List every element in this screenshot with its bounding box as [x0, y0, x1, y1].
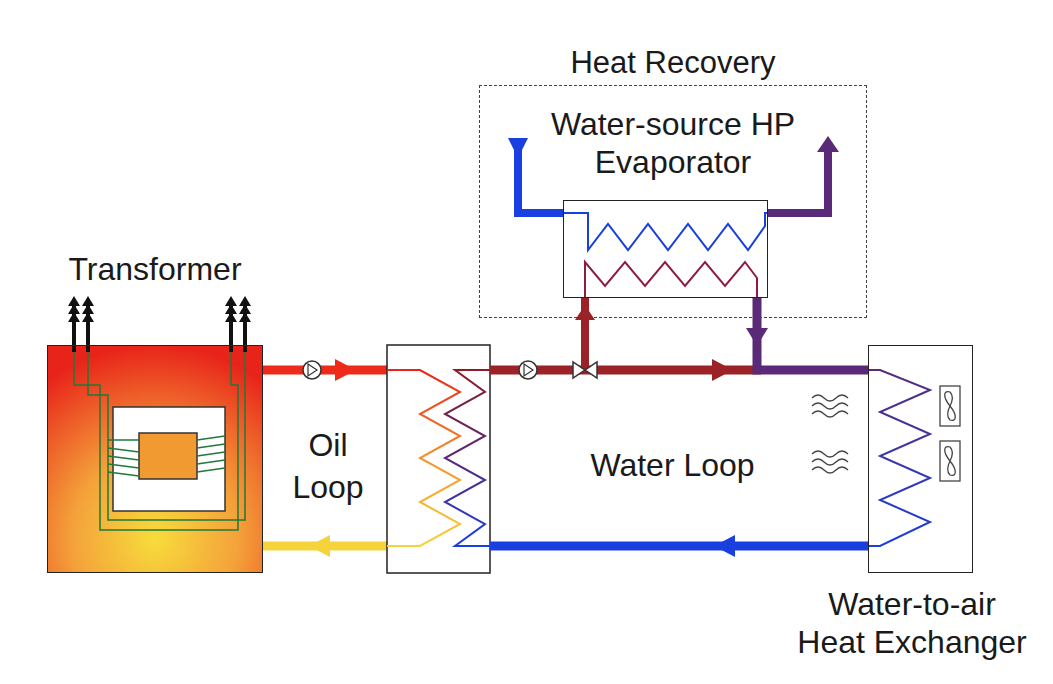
air-exchanger-picture: [940, 441, 960, 481]
arrow-head: [746, 328, 768, 346]
evaporator-picture: [563, 213, 768, 250]
air-exchanger-picture: [868, 370, 930, 546]
node-heading: Water-to-air Heat Exchanger: [792, 585, 1032, 662]
water-pipes: [519, 361, 537, 379]
air-exchanger-picture: [945, 392, 956, 421]
evaporator-box: Water-source HP Evaporator: [543, 105, 803, 298]
evaporator-picture: [817, 136, 839, 152]
air-exchanger-picture: [812, 451, 848, 457]
transformer-picture: [139, 433, 197, 479]
air-exchanger-picture: [812, 411, 848, 417]
pipe-connector: [746, 298, 868, 370]
node-heading: Water-source HP Evaporator: [543, 105, 803, 182]
exchanger-box: Water-to-air Heat Exchanger: [782, 345, 1042, 675]
transformer-picture: [108, 439, 139, 441]
transformer-picture: [108, 464, 139, 468]
transformer-picture: [47, 345, 263, 573]
oil-pipes: [309, 535, 330, 557]
oil-water-exchanger: [387, 345, 490, 573]
oil-pipes: [263, 366, 387, 375]
region-box: Heat RecoveryWater-source HP Evaporator: [479, 44, 867, 318]
transformer-picture: [82, 312, 94, 322]
transformer-picture: [74, 352, 238, 530]
transformer-picture: [108, 456, 139, 460]
evaporator-picture: [768, 150, 828, 213]
transformer-box: Transformer: [40, 250, 270, 573]
transformer-picture: [197, 468, 225, 472]
evaporator-picture: [563, 200, 768, 298]
evaporator-picture: [585, 262, 757, 298]
oil-water-exchanger: [445, 370, 490, 546]
node-heading: Heat Recovery: [479, 44, 867, 81]
air-exchanger-picture: [812, 386, 960, 481]
box-outline: [563, 200, 768, 298]
evaporator-picture: [518, 150, 563, 213]
transformer-picture: [197, 444, 225, 448]
transformer-picture: [74, 352, 245, 530]
transformer-picture: [68, 312, 80, 322]
water-pipes: [524, 364, 533, 376]
transformer-picture: [225, 312, 237, 322]
pipe-line: [757, 298, 868, 370]
water-pipes: [490, 542, 868, 551]
air-exchanger-picture: [812, 467, 848, 473]
air-exchanger-picture: [812, 345, 973, 573]
oil-pipes: [303, 361, 321, 379]
transformer-picture: [239, 312, 251, 322]
transformer-picture: [197, 452, 225, 456]
box-outline: [47, 345, 263, 573]
evaporator-picture: [508, 138, 528, 158]
air-exchanger-picture: [945, 447, 956, 476]
water-pipes: [714, 535, 735, 557]
transformer-picture: [197, 460, 225, 464]
transformer-picture: [68, 296, 251, 322]
air-exchanger-picture: [868, 345, 973, 573]
oil-water-exchanger: [387, 370, 460, 546]
air-exchanger-picture: [812, 459, 848, 465]
oil-pipes: [263, 359, 387, 557]
loop-label: Water Loop: [540, 445, 805, 487]
transformer-picture: [47, 296, 263, 573]
air-exchanger-picture: [812, 403, 848, 409]
air-exchanger-picture: [940, 386, 960, 426]
node-heading: Transformer: [40, 250, 270, 288]
oil-pipes: [335, 359, 356, 381]
water-pipes: [712, 359, 733, 381]
transformer-picture: [88, 352, 245, 520]
air-exchanger-picture: [812, 395, 848, 401]
transformer-picture: [108, 448, 139, 452]
loop-label: Oil Loop: [280, 425, 376, 508]
water-pipes: [490, 298, 868, 557]
transformer-picture: [108, 472, 139, 476]
oil-water-exchanger: [387, 345, 490, 573]
oil-pipes: [308, 364, 317, 376]
transformer-picture: [197, 436, 225, 440]
box-outline: [868, 345, 973, 573]
